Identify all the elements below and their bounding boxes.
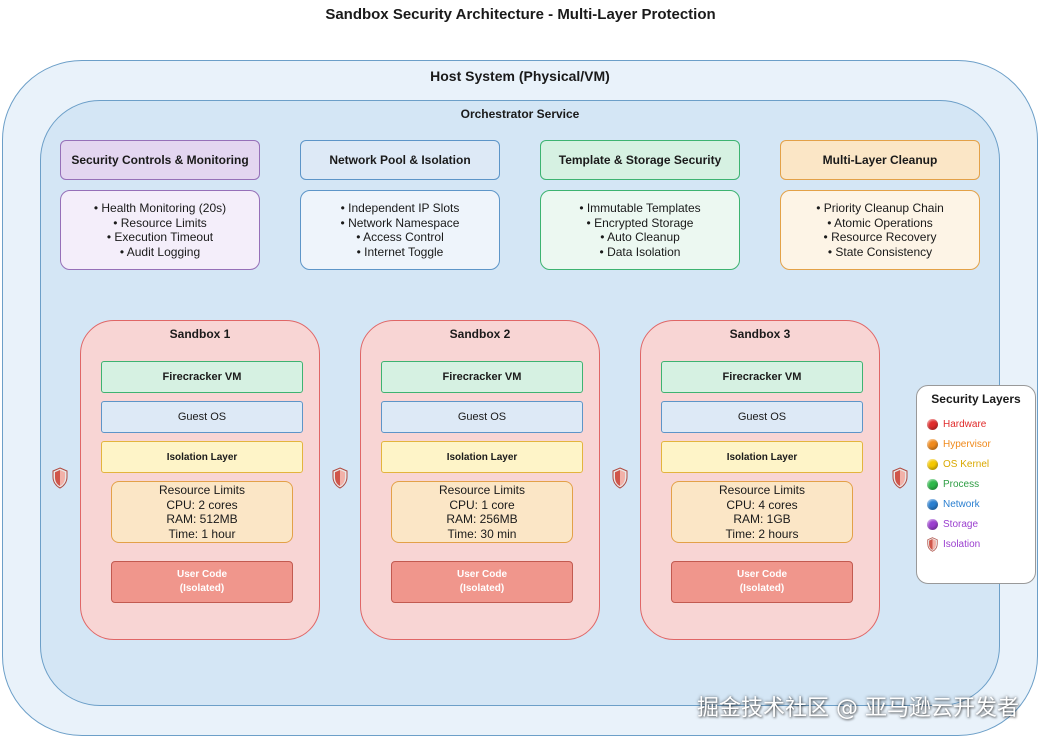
user-code-box: User Code (Isolated) <box>671 561 853 603</box>
resource-limits-box: Resource Limits CPU: 2 cores RAM: 512MB … <box>111 481 293 543</box>
sandbox-title: Sandbox 1 <box>169 327 231 341</box>
legend-label: OS Kernel <box>943 458 990 470</box>
sandbox-title: Sandbox 3 <box>729 327 791 341</box>
ram-limit: RAM: 512MB <box>166 512 238 526</box>
service-item: • Priority Cleanup Chain <box>816 201 944 215</box>
sandbox-3: Sandbox 3 Firecracker VM Guest OS Isolat… <box>640 320 880 640</box>
green-circle-icon <box>927 478 938 490</box>
legend-item-hardware: Hardware <box>927 416 986 432</box>
template-storage-header: Template & Storage Security <box>540 140 740 180</box>
sandbox-1: Sandbox 1 Firecracker VM Guest OS Isolat… <box>80 320 320 640</box>
diagram-title: Sandbox Security Architecture - Multi-La… <box>325 6 716 23</box>
legend-item-isolation: Isolation <box>927 536 980 552</box>
red-circle-icon <box>927 418 938 430</box>
legend-item-process: Process <box>927 476 979 492</box>
legend-label: Process <box>943 478 980 490</box>
blue-circle-icon <box>927 498 938 510</box>
sandbox-2: Sandbox 2 Firecracker VM Guest OS Isolat… <box>360 320 600 640</box>
service-item: • State Consistency <box>827 244 933 259</box>
service-item: • Internet Toggle <box>356 244 444 259</box>
guest-os-layer: Guest OS <box>661 401 863 433</box>
legend-item-hypervisor: Hypervisor <box>927 436 991 452</box>
service-item: • Auto Cleanup <box>600 230 680 244</box>
service-item: • Immutable Templates <box>579 201 701 215</box>
resource-limits-heading: Resource Limits <box>438 483 526 497</box>
service-item: • Atomic Operations <box>827 215 933 230</box>
service-item: • Access Control <box>356 230 444 244</box>
legend-label: Hardware <box>943 418 987 430</box>
resource-limits-box: Resource Limits CPU: 4 cores RAM: 1GB Ti… <box>671 481 853 543</box>
service-item: • Execution Timeout <box>106 230 214 244</box>
time-limit: Time: 1 hour <box>168 526 236 541</box>
orange-circle-icon <box>927 438 938 450</box>
cpu-limit: CPU: 4 cores <box>726 497 798 512</box>
user-code-sublabel: (Isolated) <box>459 583 505 594</box>
legend-label: Network <box>943 498 980 510</box>
user-code-label: User Code <box>176 569 227 580</box>
purple-circle-icon <box>927 518 938 530</box>
orchestrator-label: Orchestrator Service <box>460 107 580 121</box>
user-code-sublabel: (Isolated) <box>739 583 785 594</box>
service-item: • Resource Limits <box>113 215 207 230</box>
user-code-sublabel: (Isolated) <box>179 583 225 594</box>
service-item: • Health Monitoring (20s) <box>93 201 227 215</box>
legend-item-os-kernel: OS Kernel <box>927 456 989 472</box>
template-storage-details: • Immutable Templates • Encrypted Storag… <box>540 190 740 270</box>
legend-label: Storage <box>943 518 979 530</box>
shield-icon <box>927 536 938 552</box>
legend-title: Security Layers <box>931 392 1021 406</box>
resource-limits-heading: Resource Limits <box>158 483 246 497</box>
cleanup-header: Multi-Layer Cleanup <box>780 140 980 180</box>
isolation-layer: Isolation Layer <box>101 441 303 473</box>
legend-item-network: Network <box>927 496 980 512</box>
security-controls-details: • Health Monitoring (20s) • Resource Lim… <box>60 190 260 270</box>
time-limit: Time: 30 min <box>447 526 517 541</box>
cpu-limit: CPU: 1 core <box>449 497 515 512</box>
legend-label: Hypervisor <box>943 438 991 450</box>
user-code-label: User Code <box>456 569 507 580</box>
security-controls-header: Security Controls & Monitoring <box>60 140 260 180</box>
firecracker-vm-layer: Firecracker VM <box>381 361 583 393</box>
user-code-label: User Code <box>736 569 787 580</box>
network-pool-header: Network Pool & Isolation <box>300 140 500 180</box>
yellow-circle-icon <box>927 458 938 470</box>
sandbox-title: Sandbox 2 <box>449 327 511 341</box>
shield-icon <box>612 467 628 489</box>
guest-os-layer: Guest OS <box>101 401 303 433</box>
service-item: • Encrypted Storage <box>586 215 694 230</box>
cleanup-details: • Priority Cleanup Chain • Atomic Operat… <box>780 190 980 270</box>
ram-limit: RAM: 1GB <box>733 512 791 526</box>
isolation-layer: Isolation Layer <box>381 441 583 473</box>
security-layers-legend: Security Layers Hardware Hypervisor OS K… <box>916 385 1036 584</box>
watermark-text: 掘金技术社区 @ 亚马逊云开发者 <box>697 696 1019 721</box>
resource-limits-box: Resource Limits CPU: 1 core RAM: 256MB T… <box>391 481 573 543</box>
service-item: • Audit Logging <box>119 244 201 259</box>
service-item: • Network Namespace <box>340 215 460 230</box>
service-item: • Data Isolation <box>599 244 681 259</box>
resource-limits-heading: Resource Limits <box>718 483 806 497</box>
ram-limit: RAM: 256MB <box>446 512 518 526</box>
shield-icon <box>332 467 348 489</box>
service-item: • Independent IP Slots <box>340 201 460 215</box>
service-item: • Resource Recovery <box>823 230 937 244</box>
user-code-box: User Code (Isolated) <box>111 561 293 603</box>
firecracker-vm-layer: Firecracker VM <box>101 361 303 393</box>
guest-os-layer: Guest OS <box>381 401 583 433</box>
legend-label: Isolation <box>943 538 981 550</box>
host-system-label: Host System (Physical/VM) <box>430 68 610 84</box>
firecracker-vm-layer: Firecracker VM <box>661 361 863 393</box>
legend-item-storage: Storage <box>927 516 978 532</box>
user-code-box: User Code (Isolated) <box>391 561 573 603</box>
shield-icon <box>52 467 68 489</box>
network-pool-details: • Independent IP Slots • Network Namespa… <box>300 190 500 270</box>
time-limit: Time: 2 hours <box>725 526 799 541</box>
isolation-layer: Isolation Layer <box>661 441 863 473</box>
cpu-limit: CPU: 2 cores <box>166 497 238 512</box>
shield-icon <box>892 467 908 489</box>
